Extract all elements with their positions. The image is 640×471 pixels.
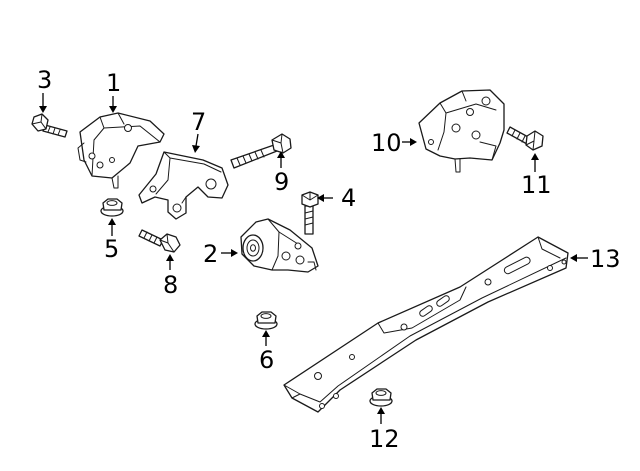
callout-2: 2 [203,240,218,268]
callout-5: 5 [104,235,119,263]
part-9-bolt [230,133,292,169]
part-6-nut [254,311,278,330]
callout-13: 13 [590,245,621,273]
part-7-bracket [138,151,229,220]
part-12-nut [369,388,393,407]
callout-3: 3 [37,66,52,94]
part-4-bolt [301,191,319,235]
callout-4: 4 [341,184,356,212]
part-13-crossmember [283,236,569,413]
leader-lines [39,93,588,424]
part-11-bolt [506,126,544,151]
callout-7: 7 [191,108,206,136]
callout-8: 8 [163,271,178,299]
callout-6: 6 [259,346,274,374]
part-5-nut [100,198,124,217]
callout-11: 11 [521,171,552,199]
part-8-bolt [138,229,181,253]
part-10-mount [418,89,505,173]
callout-10: 10 [371,129,402,157]
part-2-transmission-mount [240,218,319,273]
part-1-engine-mount [77,112,165,189]
callout-9: 9 [274,168,289,196]
callout-12: 12 [369,425,400,453]
part-3-bolt [31,113,68,138]
callout-1: 1 [106,69,121,97]
